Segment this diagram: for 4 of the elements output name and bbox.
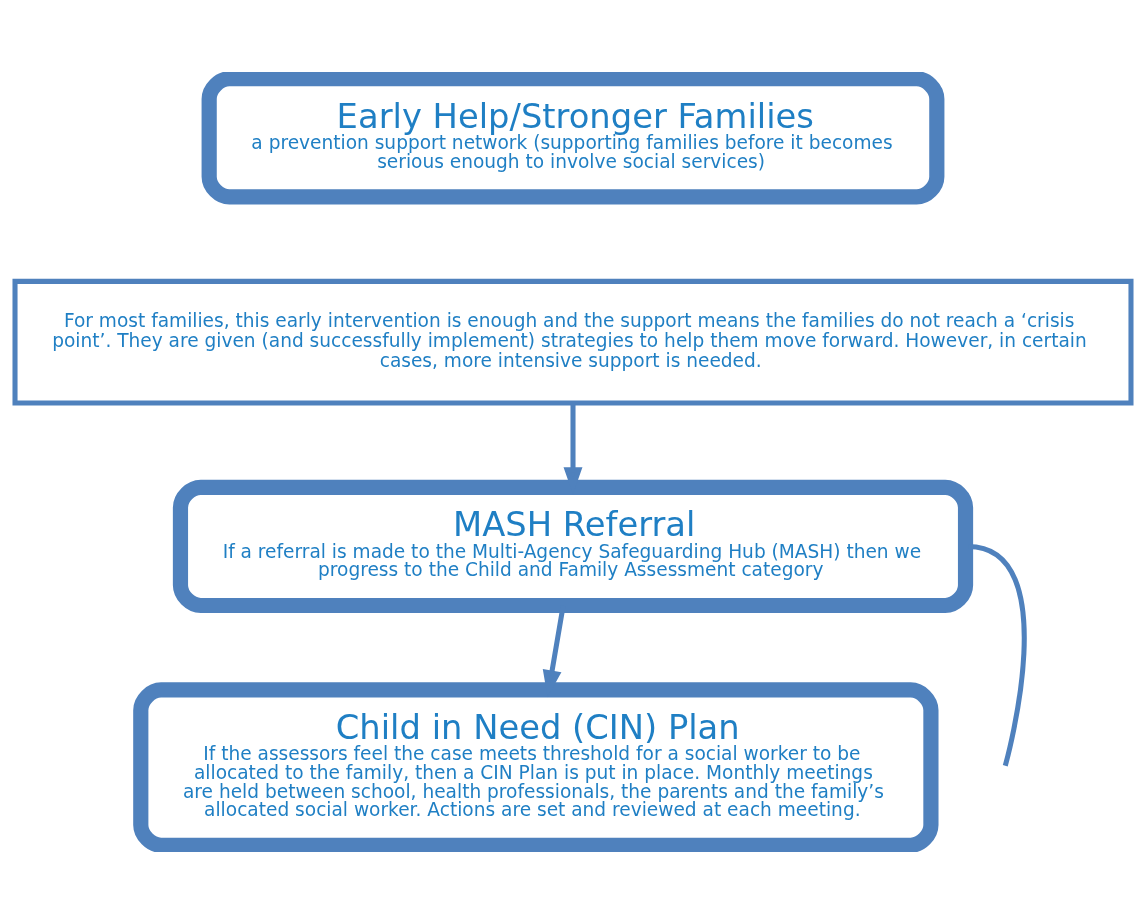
node-box: Child in Need (CIN) Plan If the assessors feel the case meets threshold for a social worker to be allocated to the family, then a CIN Plan is put in place. Monthly meetings are held between school, health professionals, the parents and the family’s allocated social worker. Actions are set and reviewed at each meeting. [133, 681, 939, 852]
node-box: For most families, this early intervention is enough and the support means the families do not reach a ‘crisis point’. They are given (and successfully implement) strategies to help them move forward. However, in certain cases, more intensive support is needed. [12, 278, 1134, 405]
node-box: Early Help/Stronger Families a prevention support network (supporting families before it becomes serious enough to involve social services) [201, 71, 945, 205]
node-box: MASH Referral If a referral is made to the Multi-Agency Safeguarding Hub (MASH) then we progress to the Child and Family Assessment category [172, 479, 974, 613]
